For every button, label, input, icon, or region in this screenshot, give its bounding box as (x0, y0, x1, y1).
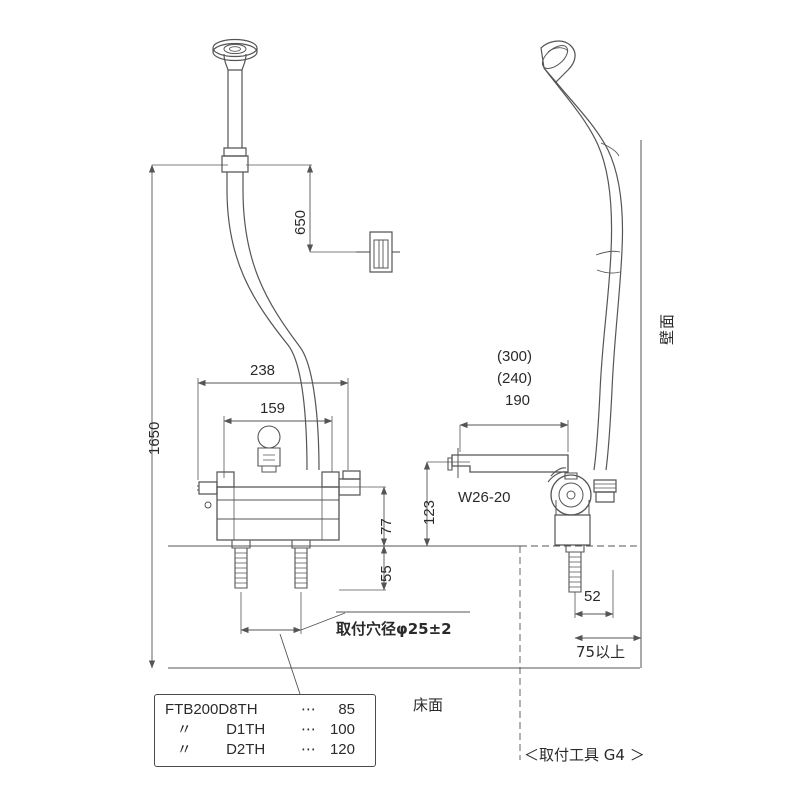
dim-clearance-min: 75以上 (576, 643, 626, 661)
table-cell-model: FTB200D8TH (165, 701, 258, 718)
table-cell-model: 〃 D2TH (165, 740, 277, 760)
dim-body-above-deck: 77 (378, 518, 395, 535)
annotation-thread-spec: W26-20 (458, 489, 511, 506)
dim-body-below-deck: 55 (378, 565, 395, 582)
dim-overall-height: 1650 (146, 421, 163, 455)
dim-shower-bar-height: 650 (292, 209, 309, 235)
table-row: 〃 D1TH ⋯ 100 (165, 720, 365, 740)
table-cell-value: 100 (329, 721, 355, 738)
overhead-shower-head (212, 38, 258, 71)
table-cell-ditto: 〃 (176, 721, 192, 738)
table-cell-value: 120 (329, 741, 355, 758)
table-row: FTB200D8TH ⋯ 85 (165, 700, 365, 720)
mixer-body-front (197, 425, 361, 541)
wall-bracket-icon (356, 231, 400, 273)
shower-riser-pipe (221, 70, 249, 190)
annotation-wall-surface: 壁面 (658, 312, 676, 345)
dim-spout-height: 123 (421, 499, 438, 525)
dim-body-width-inner: 159 (260, 400, 286, 417)
model-dimension-table: FTB200D8TH ⋯ 85 〃 D1TH ⋯ 100 〃 D2TH ⋯ 12… (154, 694, 376, 767)
dim-body-width-outer: 238 (250, 362, 276, 379)
table-cell-dots: ⋯ (301, 741, 316, 758)
table-cell-dots: ⋯ (301, 701, 316, 718)
table-cell-variant: D1TH (226, 721, 266, 738)
table-cell-model: 〃 D1TH (165, 720, 277, 740)
table-cell-ditto: 〃 (176, 741, 192, 758)
hand-shower-head (540, 40, 576, 83)
table-row: 〃 D2TH ⋯ 120 (165, 740, 365, 760)
dimension-lines (148, 164, 642, 695)
datum-lines (168, 140, 642, 760)
annotation-tool-note: ＜取付工具 G4 ＞ (524, 746, 645, 764)
table-cell-dots: ⋯ (301, 721, 316, 738)
annotation-hole-diameter: 取付穴径φ25±2 (336, 620, 452, 638)
dim-spout-reach-max: (300) (497, 348, 533, 365)
spout-side-view (447, 448, 569, 478)
dim-spout-reach-mid: (240) (497, 370, 533, 387)
annotation-floor-surface: 床面 (413, 696, 444, 714)
mixer-body-side (547, 467, 617, 593)
table-cell-variant: D2TH (226, 741, 266, 758)
hand-shower-hose (543, 67, 624, 471)
table-cell-value: 85 (338, 701, 355, 718)
mounting-studs (231, 539, 311, 589)
dim-spout-reach: 190 (505, 392, 531, 409)
dim-wall-offset: 52 (584, 588, 601, 605)
